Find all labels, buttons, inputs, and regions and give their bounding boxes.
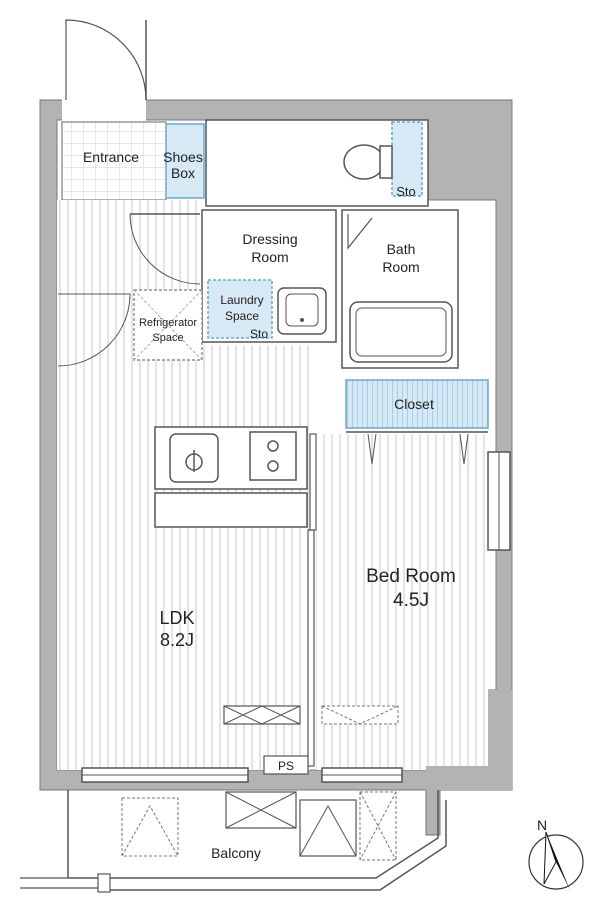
shoes-box-label-2: Box — [171, 165, 195, 181]
entrance-label: Entrance — [83, 149, 139, 165]
ps-label: PS — [278, 759, 294, 773]
toilet-storage-label: Sto — [396, 184, 416, 199]
bedroom-label: Bed Room — [366, 566, 456, 587]
bedroom-storage-mark — [321, 705, 399, 725]
laundry-space — [207, 279, 273, 339]
balcony-outline — [67, 790, 439, 879]
entrance-floor — [61, 121, 167, 201]
balcony-unit-3 — [299, 799, 357, 857]
toilet-icon — [343, 144, 385, 180]
dressing-room-label-2: Room — [251, 249, 288, 265]
ldk-storage-mark — [223, 705, 301, 725]
balcony-unit-4 — [359, 791, 397, 861]
refrigerator-label-2: Space — [152, 332, 183, 344]
bathtub — [349, 301, 453, 363]
dressing-door — [57, 293, 131, 367]
balcony-unit-1 — [121, 797, 179, 857]
balcony-unit-2 — [225, 791, 297, 829]
bath-room-label: Bath — [387, 241, 416, 257]
kitchen-bar — [154, 492, 308, 528]
ldk-label: LDK — [159, 608, 194, 628]
entrance-door — [65, 19, 147, 101]
bath-room-label-2: Room — [382, 259, 419, 275]
ldk-size: 8.2J — [160, 630, 194, 650]
shoes-box — [165, 123, 205, 199]
laundry-label-2: Space — [225, 309, 259, 323]
dressing-room-label: Dressing — [242, 231, 297, 247]
bedroom-size: 4.5J — [393, 590, 429, 611]
closet-label: Closet — [394, 396, 434, 412]
laundry-label: Laundry — [220, 293, 263, 307]
ldk-door — [129, 213, 201, 285]
compass-icon: N — [528, 817, 584, 890]
stove-icon — [249, 431, 297, 481]
compass-north-label: N — [537, 817, 547, 833]
refrigerator-label: Refrigerator — [139, 317, 197, 329]
closet — [345, 379, 489, 429]
ps-box — [263, 755, 309, 775]
shoes-box-label: Shoes — [163, 149, 203, 165]
laundry-storage-label: Sto — [250, 327, 268, 341]
balcony-label: Balcony — [211, 845, 261, 861]
